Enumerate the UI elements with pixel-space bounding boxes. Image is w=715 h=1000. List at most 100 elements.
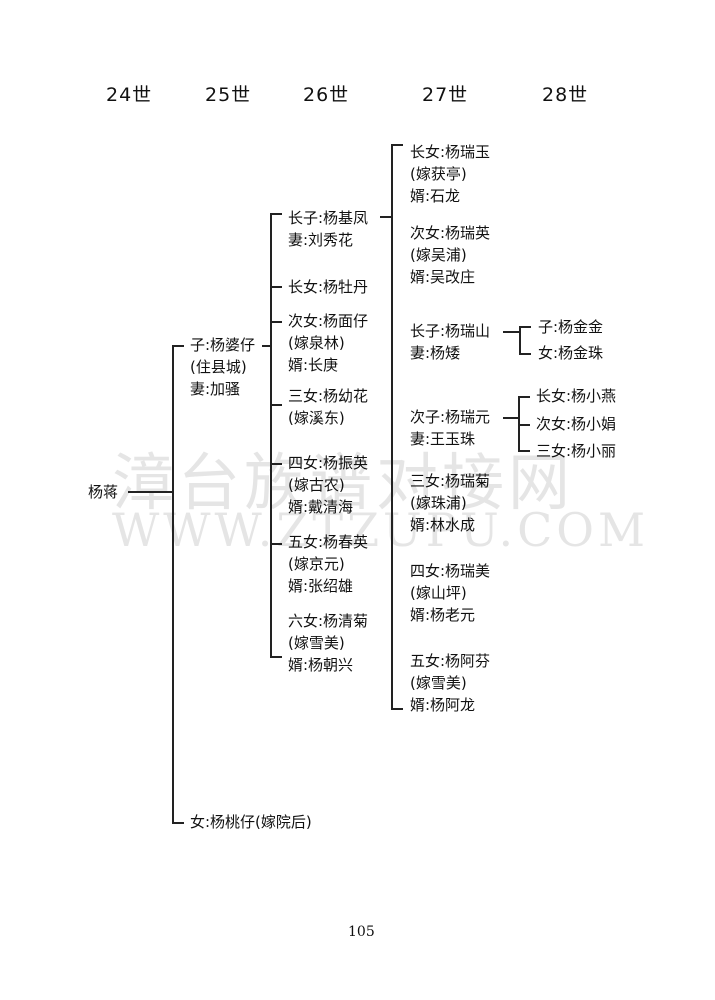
person-gen27-5: 三女:杨瑞菊 (嫁珠浦) 婿:林水成 — [410, 470, 490, 536]
connector-gen27-ruiyuan — [503, 417, 519, 419]
tick-gen26 — [270, 656, 282, 658]
person-gen26-5: 四女:杨振英 (嫁古农) 婿:戴清海 — [288, 452, 368, 518]
person-line: 四女:杨振英 — [288, 454, 369, 472]
person-line: 婿:杨阿龙 — [410, 696, 476, 714]
person-line: (嫁雪美) — [410, 674, 467, 692]
person-line: 四女:杨瑞美 — [410, 562, 491, 580]
person-gen28-a-1: 子:杨金金 — [538, 316, 603, 338]
person-line: (嫁雪美) — [288, 634, 345, 652]
person-line: 次女:杨小娟 — [536, 415, 617, 433]
person-line: 婿:林水成 — [410, 516, 476, 534]
person-gen25-son: 子:杨婆仔 (住县城) 妻:加骚 — [190, 334, 255, 400]
person-line: 长女:杨牡丹 — [288, 278, 369, 296]
person-gen26-2: 长女:杨牡丹 — [288, 276, 368, 298]
person-gen26-3: 次女:杨面仔 (嫁泉林) 婿:长庚 — [288, 310, 368, 376]
connector-gen27-ruishan — [503, 331, 520, 333]
person-line: (嫁获亭) — [410, 165, 467, 183]
person-gen28-b-2: 次女:杨小娟 — [536, 413, 616, 435]
tick-gen28-a — [519, 326, 531, 328]
person-gen26-4: 三女:杨幼花 (嫁溪东) — [288, 385, 368, 429]
person-line: (嫁山坪) — [410, 584, 467, 602]
bracket-gen26 — [270, 213, 272, 657]
watermark-en: WWW.ZTZUPU.COM — [112, 503, 650, 557]
person-line: 子:杨金金 — [538, 318, 604, 336]
person-line: 妻:刘秀花 — [288, 231, 354, 249]
generation-header-25: 25世 — [205, 84, 252, 106]
person-line: (嫁泉林) — [288, 334, 345, 352]
person-line: 婿:吴改庄 — [410, 268, 476, 286]
person-line: 五女:杨阿芬 — [410, 652, 491, 670]
person-line: (嫁溪东) — [288, 409, 345, 427]
person-line: 妻:杨矮 — [410, 344, 461, 362]
person-gen25-daughter: 女:杨桃仔(嫁院后) — [190, 811, 312, 833]
person-line: 子:杨婆仔 — [190, 336, 256, 354]
root-name: 杨蒋 — [88, 483, 119, 501]
person-gen27-4: 次子:杨瑞元 妻:王玉珠 — [410, 406, 490, 450]
tick-gen28-b — [518, 424, 530, 426]
person-gen27-7: 五女:杨阿芬 (嫁雪美) 婿:杨阿龙 — [410, 650, 490, 716]
page-number: 105 — [348, 924, 375, 940]
person-gen28-b-3: 三女:杨小丽 — [536, 440, 616, 462]
tick-gen26 — [270, 463, 282, 465]
person-line: 长女:杨小燕 — [536, 387, 617, 405]
person-line: 三女:杨小丽 — [536, 442, 617, 460]
person-line: 妻:王玉珠 — [410, 430, 476, 448]
bracket-gen28-a — [519, 326, 521, 354]
person-line: 婿:张绍雄 — [288, 577, 354, 595]
connector-gen25-son — [262, 345, 272, 347]
person-line: (嫁京元) — [288, 555, 345, 573]
person-line: 婿:长庚 — [288, 356, 339, 374]
person-gen26-7: 六女:杨清菊 (嫁雪美) 婿:杨朝兴 — [288, 610, 368, 676]
person-line: 三女:杨幼花 — [288, 387, 369, 405]
generation-header-24: 24世 — [106, 84, 153, 106]
person-line: 次子:杨瑞元 — [410, 408, 491, 426]
person-line: 婿:戴清海 — [288, 498, 354, 516]
person-gen26-1: 长子:杨基凤 妻:刘秀花 — [288, 207, 368, 251]
bracket-gen25 — [172, 345, 174, 823]
tick-gen28-b — [518, 450, 530, 452]
tick-gen27 — [391, 708, 403, 710]
tick-gen28-b — [518, 396, 530, 398]
person-line: (嫁珠浦) — [410, 494, 467, 512]
person-gen27-1: 长女:杨瑞玉 (嫁获亭) 婿:石龙 — [410, 141, 490, 207]
person-line: (嫁吴浦) — [410, 246, 467, 264]
person-line: 妻:加骚 — [190, 380, 241, 398]
person-line: 五女:杨春英 — [288, 533, 369, 551]
person-line: 女:杨金珠 — [538, 344, 604, 362]
root-person: 杨蒋 — [88, 481, 118, 503]
person-line: (住县城) — [190, 358, 247, 376]
person-line: 长女:杨瑞玉 — [410, 143, 491, 161]
bracket-gen27 — [391, 144, 393, 709]
person-line: 长子:杨瑞山 — [410, 322, 491, 340]
person-line: (嫁古农) — [288, 476, 345, 494]
tick-gen28-a — [519, 353, 531, 355]
person-gen28-b-1: 长女:杨小燕 — [536, 385, 616, 407]
person-gen27-2: 次女:杨瑞英 (嫁吴浦) 婿:吴改庄 — [410, 222, 490, 288]
generation-header-26: 26世 — [303, 84, 350, 106]
person-line: 长子:杨基凤 — [288, 209, 369, 227]
person-line: 次女:杨瑞英 — [410, 224, 491, 242]
person-line: 次女:杨面仔 — [288, 312, 369, 330]
connector-root — [128, 491, 172, 493]
tick-gen25-daughter — [172, 822, 184, 824]
connector-gen26-son — [380, 216, 392, 218]
tick-gen25-son — [172, 345, 184, 347]
person-line: 婿:杨朝兴 — [288, 656, 354, 674]
tick-gen26 — [270, 404, 282, 406]
person-line: 婿:石龙 — [410, 187, 461, 205]
person-gen28-a-2: 女:杨金珠 — [538, 342, 603, 364]
generation-header-27: 27世 — [422, 84, 469, 106]
person-gen27-3: 长子:杨瑞山 妻:杨矮 — [410, 320, 490, 364]
tick-gen26 — [270, 321, 282, 323]
person-gen27-6: 四女:杨瑞美 (嫁山坪) 婿:杨老元 — [410, 560, 490, 626]
person-line: 三女:杨瑞菊 — [410, 472, 491, 490]
bracket-gen28-b — [518, 396, 520, 451]
person-line: 婿:杨老元 — [410, 606, 476, 624]
person-gen26-6: 五女:杨春英 (嫁京元) 婿:张绍雄 — [288, 531, 368, 597]
person-line: 六女:杨清菊 — [288, 612, 369, 630]
tick-gen26 — [270, 543, 282, 545]
tick-gen26 — [270, 286, 282, 288]
person-line: 女:杨桃仔(嫁院后) — [190, 813, 312, 831]
tick-gen27 — [391, 144, 403, 146]
